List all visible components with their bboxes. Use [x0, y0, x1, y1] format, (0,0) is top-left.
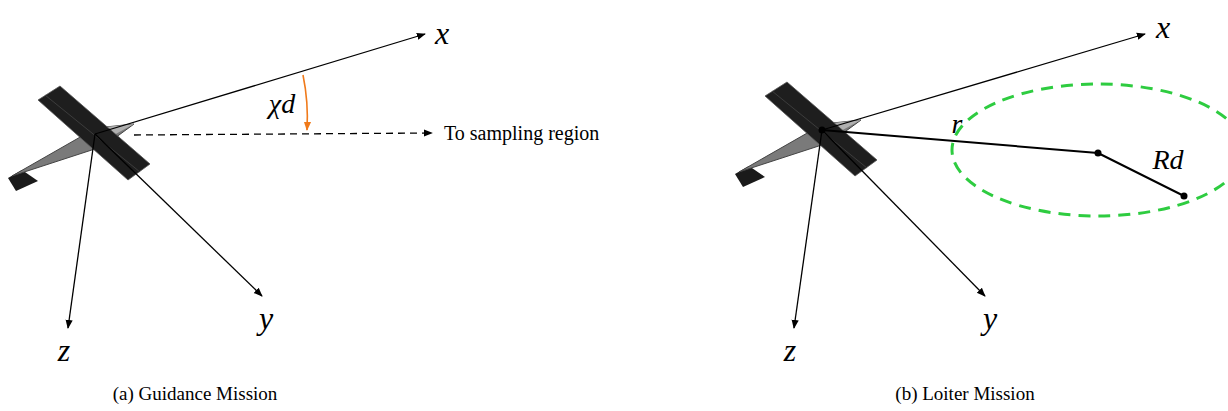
heading-line	[134, 133, 432, 135]
aircraft	[8, 86, 150, 191]
circle-point	[1181, 193, 1188, 200]
angle-label: χd	[269, 90, 295, 118]
loiter-panel	[735, 34, 1228, 328]
segment-label: Rd	[1152, 146, 1183, 174]
axis-label: x	[1156, 11, 1170, 43]
y-axis	[95, 134, 262, 296]
aircraft	[735, 82, 877, 187]
x-axis	[822, 34, 1145, 130]
segment-label: r	[952, 110, 963, 138]
subfigure-caption: (a) Guidance Mission	[113, 384, 278, 403]
y-axis	[822, 130, 985, 296]
center-point	[1095, 150, 1102, 157]
subfigure-caption: (b) Loiter Mission	[895, 384, 1034, 403]
axis-label: z	[58, 334, 70, 366]
z-axis	[68, 134, 95, 328]
axis-label: y	[259, 302, 273, 334]
loiter-circle	[952, 84, 1228, 216]
guidance-panel	[8, 34, 432, 328]
direction-label: To sampling region	[444, 123, 599, 143]
axis-label: y	[983, 302, 997, 334]
axis-label: z	[784, 334, 796, 366]
axis-label: x	[435, 17, 449, 49]
x-axis	[95, 34, 425, 134]
course-angle-arc	[303, 75, 307, 130]
z-axis	[794, 130, 822, 328]
aircraft-point	[819, 127, 826, 134]
